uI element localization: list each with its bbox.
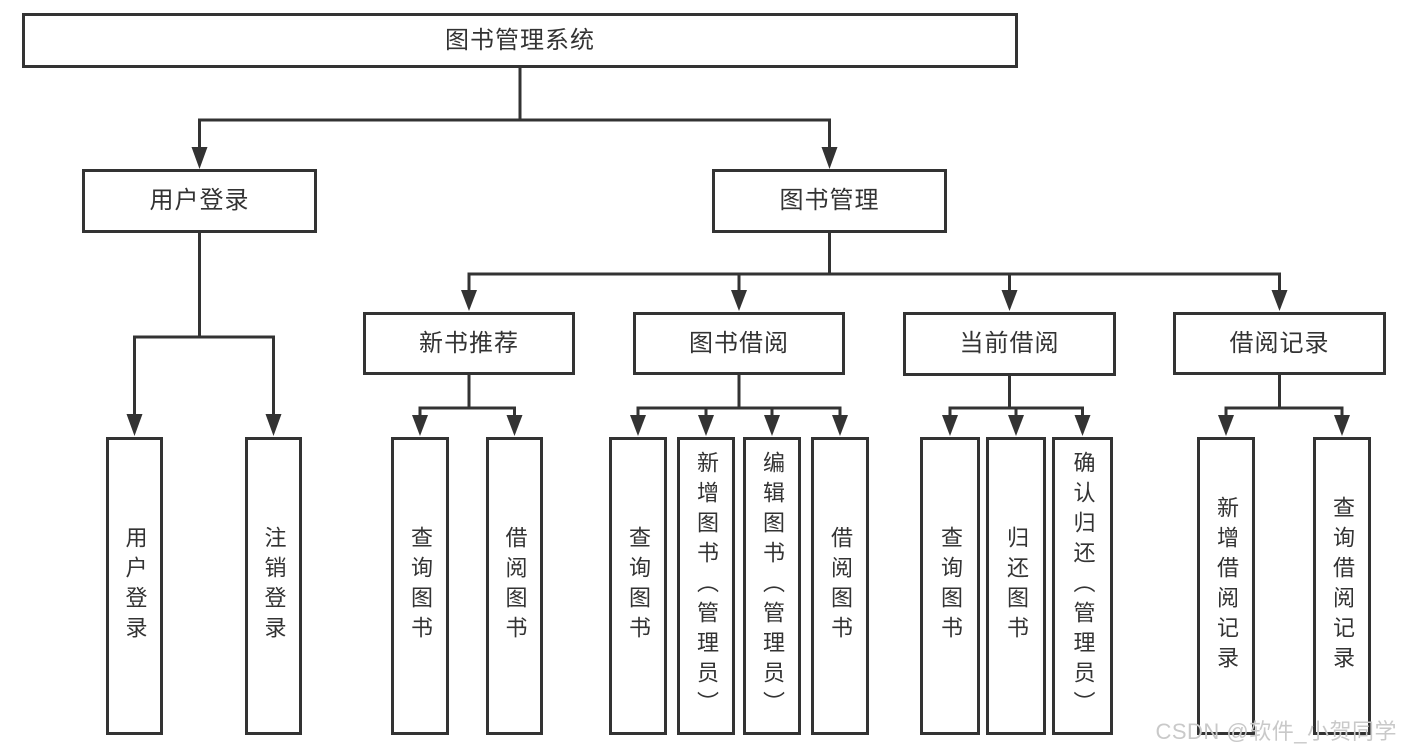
leaf-edit-books-admin-label: 编辑图书（管理员）	[760, 451, 785, 721]
leaf-user-login: 用户登录	[106, 437, 163, 735]
node-user-login: 用户登录	[82, 169, 317, 233]
leaf-return-books-label: 归还图书	[1004, 526, 1029, 646]
csdn-watermark: CSDN @软件_小贺同学	[1155, 719, 1397, 744]
leaf-add-borrow-record: 新增借阅记录	[1197, 437, 1255, 735]
leaf-borrow-books-newbook-label: 借阅图书	[502, 526, 528, 646]
node-borrowing-records-label: 借阅记录	[1229, 329, 1330, 357]
node-current-borrowing: 当前借阅	[903, 312, 1116, 376]
leaf-query-borrow-record-label: 查询借阅记录	[1330, 496, 1355, 676]
leaf-query-books-borrowing: 查询图书	[609, 437, 667, 735]
leaf-user-login-label: 用户登录	[122, 526, 148, 646]
leaf-logout-label: 注销登录	[261, 526, 287, 646]
leaf-borrow-books-newbook: 借阅图书	[486, 437, 543, 735]
leaf-query-books-current: 查询图书	[920, 437, 980, 735]
node-new-book-recommendation: 新书推荐	[363, 312, 575, 375]
connector-current-borrow-to-leaves	[942, 374, 1091, 436]
node-root-label: 图书管理系统	[445, 26, 595, 54]
leaf-query-books-borrowing-label: 查询图书	[626, 526, 651, 646]
node-root: 图书管理系统	[22, 13, 1018, 68]
connector-borrow-records-to-leaves	[1218, 373, 1350, 436]
leaf-add-books-admin-label: 新增图书（管理员）	[694, 451, 719, 721]
connector-new-book-to-leaves	[412, 373, 523, 436]
leaf-confirm-return-admin: 确认归还（管理员）	[1052, 437, 1113, 735]
leaf-add-books-admin: 新增图书（管理员）	[677, 437, 735, 735]
node-book-borrowing-label: 图书借阅	[689, 329, 789, 357]
node-current-borrowing-label: 当前借阅	[959, 330, 1060, 357]
leaf-edit-books-admin: 编辑图书（管理员）	[743, 437, 801, 735]
connector-book-management-to-level3	[461, 231, 1288, 311]
leaf-add-borrow-record-label: 新增借阅记录	[1214, 496, 1239, 676]
leaf-query-books-current-label: 查询图书	[938, 526, 963, 646]
leaf-query-borrow-record: 查询借阅记录	[1313, 437, 1371, 735]
leaf-borrow-books-borrowing-label: 借阅图书	[828, 526, 853, 646]
node-user-login-label: 用户登录	[149, 187, 250, 214]
leaf-borrow-books-borrowing: 借阅图书	[811, 437, 869, 735]
leaf-return-books: 归还图书	[986, 437, 1046, 735]
node-book-management-label: 图书管理	[779, 187, 880, 214]
node-new-book-recommendation-label: 新书推荐	[419, 329, 519, 357]
leaf-confirm-return-admin-label: 确认归还（管理员）	[1070, 451, 1096, 721]
node-book-management: 图书管理	[712, 169, 947, 233]
leaf-query-books-newbook: 查询图书	[391, 437, 449, 735]
leaf-query-books-newbook-label: 查询图书	[408, 526, 433, 646]
connector-root-to-level2	[191, 66, 838, 169]
node-borrowing-records: 借阅记录	[1173, 312, 1386, 375]
leaf-logout: 注销登录	[245, 437, 302, 735]
connector-user-login-to-leaves	[126, 231, 282, 436]
connector-book-borrow-to-leaves	[630, 373, 848, 436]
node-book-borrowing: 图书借阅	[633, 312, 845, 375]
